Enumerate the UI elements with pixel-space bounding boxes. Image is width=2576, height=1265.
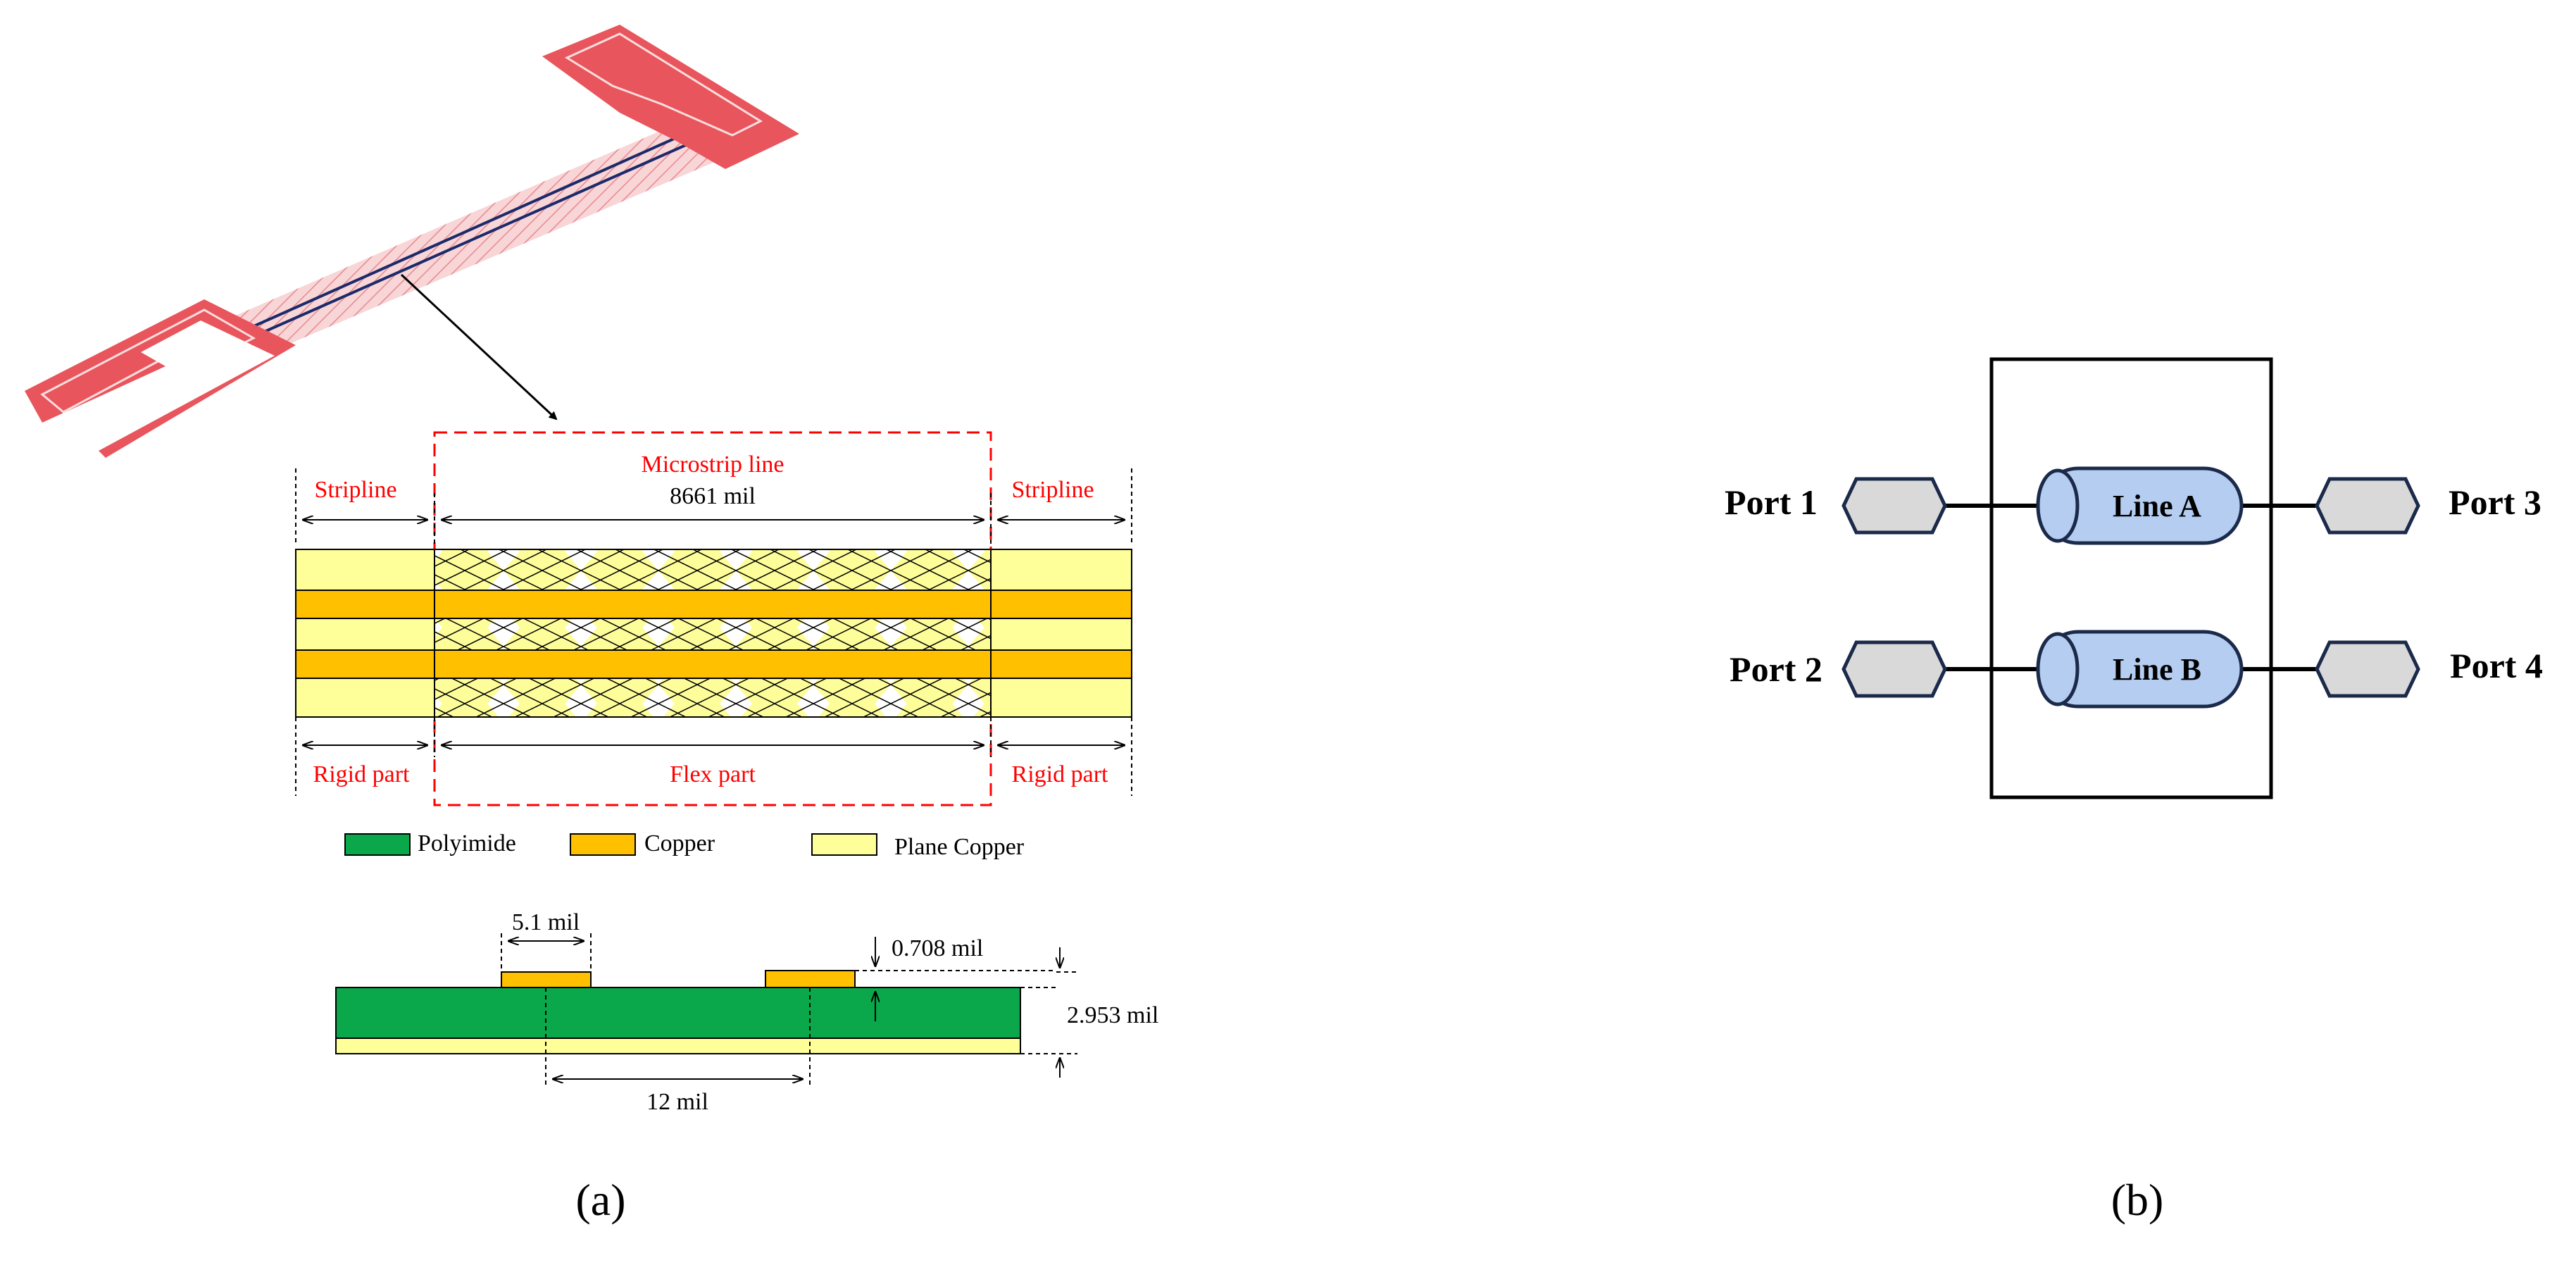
port-2-label: Port 2 bbox=[1730, 649, 1822, 689]
rigid-left-label: Rigid part bbox=[313, 761, 410, 787]
port-2-connector bbox=[1842, 640, 1947, 698]
flex-trace-2 bbox=[249, 118, 744, 339]
trace-width-label: 5.1 mil bbox=[512, 909, 580, 935]
plane-copper-layer bbox=[335, 1037, 1021, 1054]
port-1-connector bbox=[1842, 477, 1947, 535]
port-4-label: Port 4 bbox=[2450, 646, 2543, 685]
pointer-arrow bbox=[400, 273, 558, 420]
copper-trace-2 bbox=[765, 970, 856, 988]
legend-swatch bbox=[811, 833, 877, 856]
flex-trace-1 bbox=[242, 111, 733, 332]
cross-section: 5.1 mil 0.708 mil 2.953 mil 12 mil bbox=[335, 909, 1158, 1115]
legend-label: Copper bbox=[644, 830, 715, 856]
trace-thickness-label: 0.708 mil bbox=[892, 935, 983, 961]
top-dimensions bbox=[295, 468, 1132, 546]
substrate-thickness-label: 2.953 mil bbox=[1067, 1002, 1158, 1028]
line-b: Line B bbox=[2036, 630, 2244, 709]
port-3-connector bbox=[2315, 477, 2420, 535]
port-3-label: Port 3 bbox=[2449, 482, 2541, 522]
stripline-right-label: Stripline bbox=[1011, 477, 1094, 503]
line-a-label: Line A bbox=[2113, 489, 2201, 523]
legend-label: Plane Copper bbox=[894, 834, 1025, 860]
panel-b-caption: (b) bbox=[2111, 1175, 2164, 1225]
flex-cable bbox=[232, 106, 789, 349]
copper-trace-1 bbox=[501, 971, 592, 988]
port-4-connector bbox=[2315, 640, 2420, 698]
flex-stack bbox=[434, 549, 992, 718]
legend-item-polyimide: Polyimide bbox=[344, 830, 516, 856]
stripline-left-label: Stripline bbox=[314, 477, 396, 503]
line-a: Line A bbox=[2036, 466, 2244, 545]
line-b-label: Line B bbox=[2113, 652, 2201, 687]
rigid-right-stack bbox=[990, 549, 1132, 718]
port-1-label: Port 1 bbox=[1725, 482, 1818, 522]
rigid-right-label: Rigid part bbox=[1012, 761, 1108, 787]
cross-section-dimensions bbox=[501, 933, 1077, 1088]
rigid-board-left bbox=[25, 299, 296, 458]
legend-label: Polyimide bbox=[418, 830, 516, 856]
legend-item-copper: Copper bbox=[570, 830, 715, 856]
microstrip-label: Microstrip line bbox=[641, 451, 784, 478]
legend-item-plane-copper: Plane Copper bbox=[811, 833, 1025, 860]
port-connectors bbox=[1842, 477, 2420, 698]
microstrip-box bbox=[433, 431, 992, 806]
legend-swatch bbox=[570, 833, 636, 856]
device-box bbox=[1989, 357, 2273, 799]
legend-swatch bbox=[344, 833, 411, 856]
length-label: 8661 mil bbox=[670, 483, 756, 509]
rigid-left-stack bbox=[295, 549, 435, 718]
flex-label: Flex part bbox=[670, 761, 756, 787]
legend: Polyimide Copper Plane Copper bbox=[344, 830, 1025, 860]
layer-diagram: Stripline Microstrip line 8661 mil Strip… bbox=[295, 431, 1132, 806]
panel-a-caption: (a) bbox=[575, 1175, 625, 1225]
polyimide-substrate bbox=[335, 987, 1021, 1039]
pcb-3d-render bbox=[25, 25, 799, 458]
panel-b-schematic: Line A Line B Port 1 Port 2 Port 3 Port … bbox=[1725, 357, 2543, 799]
bottom-dimensions bbox=[295, 717, 1132, 796]
trace-spacing-label: 12 mil bbox=[646, 1089, 708, 1115]
